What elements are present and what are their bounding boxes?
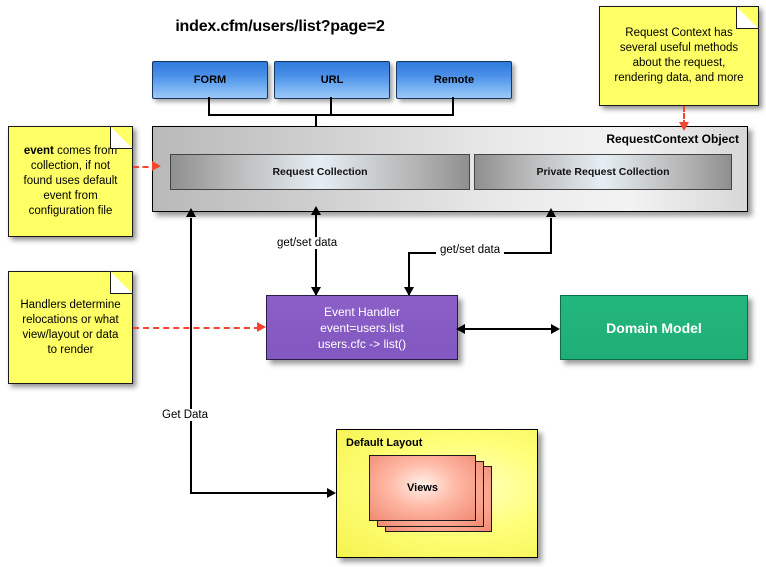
sticky-note-handlers: Handlers determine relocations or what v… [8,271,133,384]
connector-elbow-down-to-eventhandler [408,252,410,295]
connector-handler-domain [462,328,554,330]
arrowhead-right-to-default-layout [327,488,336,498]
connector-requestcontext-eventhandler [315,214,317,295]
private-request-collection[interactable]: Private Request Collection [474,154,732,190]
input-box-form[interactable]: FORM [152,61,268,99]
arrowhead-left-to-eventhandler [456,324,465,334]
domain-model-label: Domain Model [606,319,702,336]
default-layout-label: Default Layout [346,437,423,449]
input-box-remote-label: Remote [433,74,475,86]
event-handler-line-1: Event Handler [323,304,401,319]
red-dashed-handlers-note [133,327,260,329]
private-request-collection-label: Private Request Collection [536,166,670,178]
red-arrowhead-right-handlers [257,322,266,332]
event-handler-line-3: users.cfc -> list() [317,336,407,351]
sticky-note-event-text: event comes from collection, if not foun… [17,144,124,219]
arrowhead-up-to-requestcontext [311,206,321,215]
connector-form-drop [208,97,210,115]
note-fold-corner-icon [736,6,759,29]
edge-label-get-data: Get Data [158,409,213,421]
connector-private-collection-up [550,218,552,254]
domain-model-box[interactable]: Domain Model [560,295,748,360]
connector-input-bus [208,114,454,116]
arrowhead-up-to-private-collection [546,208,556,217]
edge-label-get-set-data-left: get/set data [273,237,342,249]
sticky-note-request-context-text: Request Context has several useful metho… [614,27,744,84]
red-dashed-event-note [133,166,158,168]
input-box-url-label: URL [320,74,344,86]
sticky-note-event-rest: comes from collection, if not found uses… [23,145,118,217]
page-title: index.cfm/users/list?page=2 [175,18,385,35]
view-card-front[interactable]: Views [369,455,476,521]
sticky-note-request-context: Request Context has several useful metho… [599,6,759,106]
input-box-form-label: FORM [193,74,227,86]
arrowhead-down-to-eventhandler [311,287,321,296]
request-collection-label: Request Collection [272,166,368,178]
event-handler-box[interactable]: Event Handler event=users.list users.cfc… [266,295,458,360]
sticky-note-event: event comes from collection, if not foun… [8,126,133,237]
note-fold-corner-icon [110,126,133,149]
red-arrowhead-down [679,122,689,131]
request-context-object-title: RequestContext Object [606,132,739,146]
arrowhead-down-eventhandler-right [404,287,414,296]
connector-url-drop [330,97,332,115]
arrowhead-up-get-data [186,208,196,217]
request-context-object: RequestContext Object Request Collection… [152,126,748,212]
views-label: Views [407,482,438,494]
sticky-note-handlers-text: Handlers determine relocations or what v… [20,298,121,356]
red-arrowhead-right-event [152,161,161,171]
event-handler-line-2: event=users.list [320,320,404,335]
connector-get-data-horizontal [190,492,330,494]
connector-get-data-vertical [190,218,192,493]
red-dashed-note-to-requestcontext [683,106,685,126]
sticky-note-event-bold: event [23,145,54,157]
request-collection[interactable]: Request Collection [170,154,470,190]
note-fold-corner-icon [110,271,133,294]
connector-remote-drop [452,97,454,115]
input-box-remote[interactable]: Remote [396,61,512,99]
input-box-url[interactable]: URL [274,61,390,99]
arrowhead-right-to-domainmodel [551,324,560,334]
edge-label-get-set-data-right: get/set data [436,244,505,256]
